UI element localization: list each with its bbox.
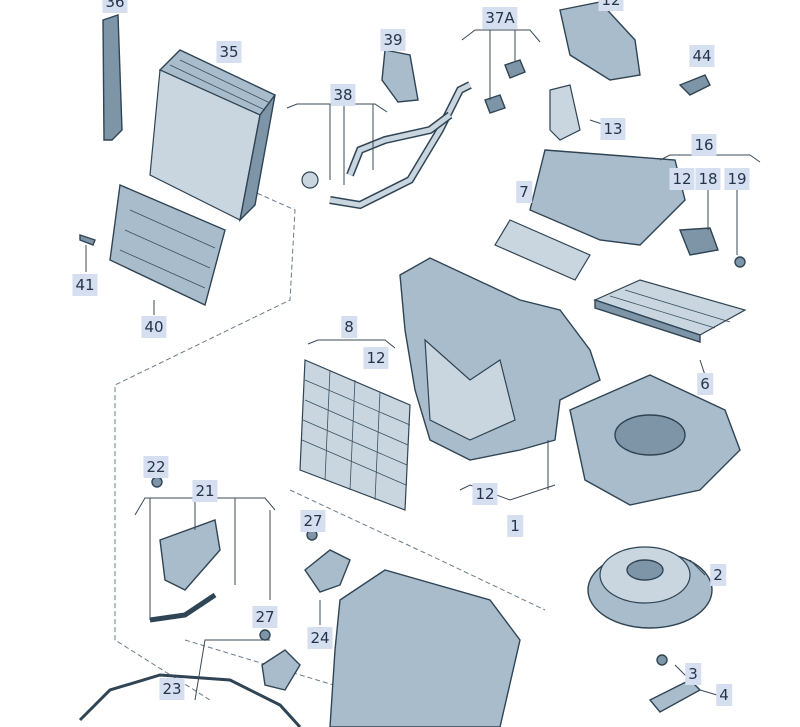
- assembly-line: [184, 639, 351, 691]
- label-37a[interactable]: 37A: [482, 7, 518, 29]
- label-24[interactable]: 24: [307, 627, 333, 649]
- part-35-evaporator[interactable]: [149, 49, 277, 223]
- part-22-screw[interactable]: [151, 476, 163, 488]
- part-8-grille[interactable]: [299, 359, 411, 511]
- label-4[interactable]: 4: [716, 684, 732, 706]
- label-3[interactable]: 3: [685, 663, 701, 685]
- part-lower-housing[interactable]: [329, 569, 521, 727]
- part-44-screw[interactable]: [678, 74, 711, 96]
- part-23-cable[interactable]: [78, 673, 302, 727]
- assembly-line: [289, 489, 546, 611]
- part-36-bracket[interactable]: [102, 14, 123, 141]
- label-39[interactable]: 39: [380, 29, 406, 51]
- part-39-block[interactable]: [381, 49, 419, 103]
- part-3-screw[interactable]: [656, 654, 668, 666]
- part-19-screw[interactable]: [734, 256, 746, 268]
- label-27[interactable]: 27: [252, 606, 278, 628]
- label-23[interactable]: 23: [159, 678, 185, 700]
- label-12[interactable]: 12: [669, 168, 695, 190]
- part-12-flange[interactable]: [559, 1, 641, 81]
- part-40-panel[interactable]: [109, 183, 226, 306]
- label-13[interactable]: 13: [600, 118, 626, 140]
- label-36[interactable]: 36: [102, 0, 128, 13]
- part-13-seal[interactable]: [549, 84, 581, 141]
- label-1[interactable]: 1: [507, 515, 523, 537]
- part-16-housing[interactable]: [529, 149, 686, 246]
- label-12[interactable]: 12: [363, 347, 389, 369]
- label-16[interactable]: 16: [691, 134, 717, 156]
- label-6[interactable]: 6: [697, 373, 713, 395]
- label-40[interactable]: 40: [141, 316, 167, 338]
- part-37a-fitting[interactable]: [484, 94, 506, 114]
- label-2[interactable]: 2: [710, 564, 726, 586]
- part-24-actuator[interactable]: [304, 549, 351, 593]
- label-19[interactable]: 19: [724, 168, 750, 190]
- part-1-main-housing[interactable]: [399, 257, 741, 506]
- part-37a-fitting[interactable]: [504, 59, 526, 79]
- part-41-screw[interactable]: [79, 234, 96, 246]
- part-21-cable[interactable]: [149, 592, 217, 623]
- label-12[interactable]: 12: [472, 483, 498, 505]
- label-35[interactable]: 35: [216, 41, 242, 63]
- part-actuator-lower[interactable]: [261, 649, 301, 691]
- label-7[interactable]: 7: [516, 181, 532, 203]
- assembly-line: [114, 189, 296, 701]
- label-12[interactable]: 12: [598, 0, 624, 11]
- label-21[interactable]: 21: [192, 480, 218, 502]
- part-2-blower[interactable]: [587, 546, 713, 629]
- label-8[interactable]: 8: [341, 316, 357, 338]
- label-38[interactable]: 38: [330, 84, 356, 106]
- label-41[interactable]: 41: [72, 274, 98, 296]
- part-27-screw[interactable]: [259, 629, 271, 641]
- part-18-motor[interactable]: [678, 227, 719, 256]
- part-38-oring[interactable]: [301, 171, 319, 189]
- label-27[interactable]: 27: [300, 510, 326, 532]
- part-21-actuator[interactable]: [159, 519, 221, 591]
- label-44[interactable]: 44: [689, 45, 715, 67]
- label-18[interactable]: 18: [695, 168, 721, 190]
- part-7-grille[interactable]: [494, 219, 591, 281]
- label-22[interactable]: 22: [143, 456, 169, 478]
